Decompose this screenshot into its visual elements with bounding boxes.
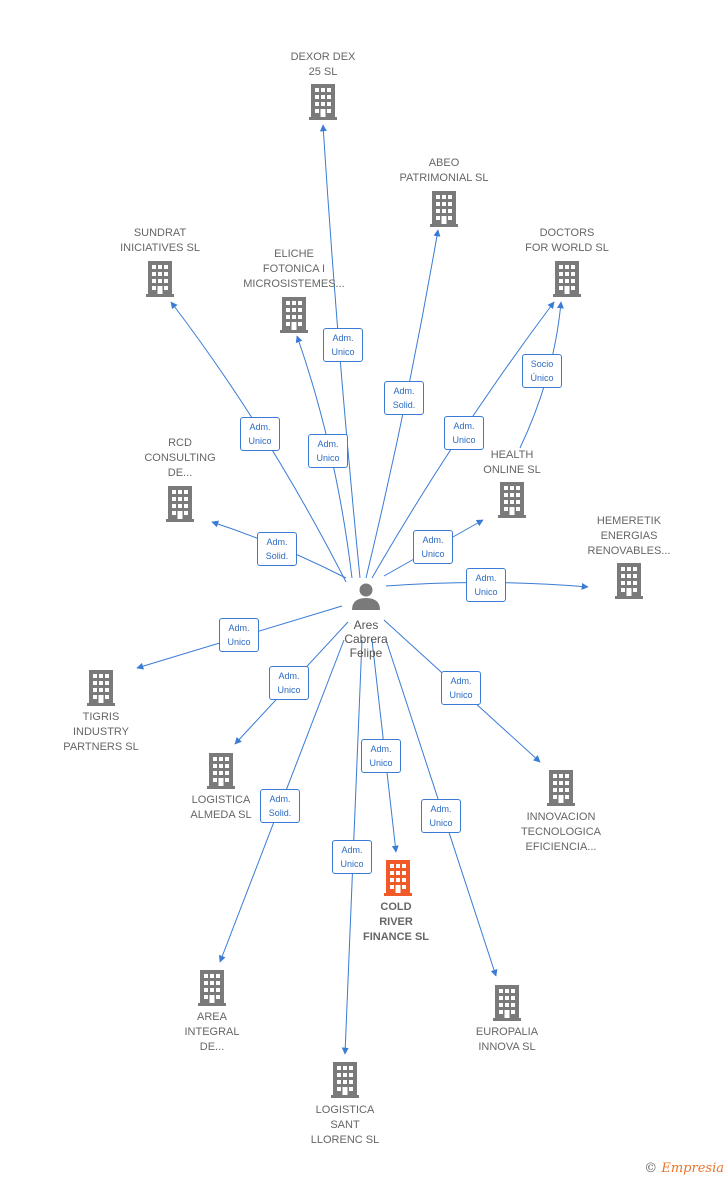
node-label-innovacion[interactable]: INNOVACION TECNOLOGICA EFICIENCIA... — [520, 811, 602, 853]
edge-label-europalia[interactable]: Adm. Unico — [421, 799, 461, 833]
node-label-europalia[interactable]: EUROPALIA INNOVA SL — [475, 1026, 539, 1053]
edge-label-doctors[interactable]: Adm. Unico — [444, 416, 484, 450]
building-icon-llorenc[interactable] — [331, 1062, 359, 1098]
person-name[interactable]: Ares Cabrera Felipe — [344, 618, 388, 660]
building-icon-abeo[interactable] — [430, 191, 458, 227]
building-icon-innovacion[interactable] — [547, 770, 575, 806]
edge-label-doctors[interactable]: Socio Único — [522, 354, 562, 388]
edge-label-rcd[interactable]: Adm. Solid. — [257, 532, 297, 566]
node-label-doctors[interactable]: DOCTORS FOR WORLD SL — [525, 227, 609, 254]
building-icon-eliche[interactable] — [280, 297, 308, 333]
edge-label-abeo[interactable]: Adm. Solid. — [384, 381, 424, 415]
edge-label-area[interactable]: Adm. Solid. — [260, 789, 300, 823]
building-icon-doctors[interactable] — [553, 261, 581, 297]
brand-name: Empresia — [661, 1161, 724, 1176]
node-label-dexor[interactable]: DEXOR DEX 25 SL — [290, 51, 356, 78]
edge-label-health[interactable]: Adm. Unico — [413, 530, 453, 564]
node-label-area[interactable]: AREA INTEGRAL DE... — [184, 1011, 240, 1053]
building-icon-europalia[interactable] — [493, 985, 521, 1021]
footer-brand[interactable]: © Empresia — [644, 1161, 724, 1176]
node-label-llorenc[interactable]: LOGISTICA SANT LLORENC SL — [310, 1104, 380, 1146]
node-label-abeo[interactable]: ABEO PATRIMONIAL SL — [399, 157, 489, 184]
edge-label-innovacion[interactable]: Adm. Unico — [441, 671, 481, 705]
building-icon-dexor[interactable] — [309, 84, 337, 120]
building-icon-cold[interactable] — [384, 860, 412, 896]
edge-label-hemeretik[interactable]: Adm. Unico — [466, 568, 506, 602]
node-label-cold[interactable]: COLD RIVER FINANCE SL — [363, 901, 429, 943]
building-icon-health[interactable] — [498, 482, 526, 518]
edge-label-sundrat[interactable]: Adm. Unico — [240, 417, 280, 451]
copyright-icon: © — [644, 1161, 658, 1176]
node-label-almeda[interactable]: LOGISTICA ALMEDA SL — [190, 794, 252, 821]
person-icon[interactable] — [352, 583, 380, 611]
edge-label-almeda[interactable]: Adm. Unico — [269, 666, 309, 700]
edge-label-llorenc[interactable]: Adm. Unico — [332, 840, 372, 874]
building-icon-hemeretik[interactable] — [615, 563, 643, 599]
building-icon-tigris[interactable] — [87, 670, 115, 706]
node-label-rcd[interactable]: RCD CONSULTING DE... — [144, 437, 216, 479]
node-label-sundrat[interactable]: SUNDRAT INICIATIVES SL — [120, 227, 200, 254]
node-label-health[interactable]: HEALTH ONLINE SL — [483, 449, 541, 476]
building-icon-rcd[interactable] — [166, 486, 194, 522]
nodes-layer — [87, 84, 643, 1098]
edge-label-tigris[interactable]: Adm. Unico — [219, 618, 259, 652]
building-icon-almeda[interactable] — [207, 753, 235, 789]
building-icon-sundrat[interactable] — [146, 261, 174, 297]
edge-label-cold[interactable]: Adm. Unico — [361, 739, 401, 773]
node-label-eliche[interactable]: ELICHE FOTONICA I MICROSISTEMES... — [243, 248, 345, 290]
edge-label-eliche[interactable]: Adm. Unico — [308, 434, 348, 468]
node-label-hemeretik[interactable]: HEMERETIK ENERGIAS RENOVABLES... — [587, 515, 671, 557]
edge-label-dexor[interactable]: Adm. Unico — [323, 328, 363, 362]
building-icon-area[interactable] — [198, 970, 226, 1006]
node-label-tigris[interactable]: TIGRIS INDUSTRY PARTNERS SL — [63, 711, 139, 753]
